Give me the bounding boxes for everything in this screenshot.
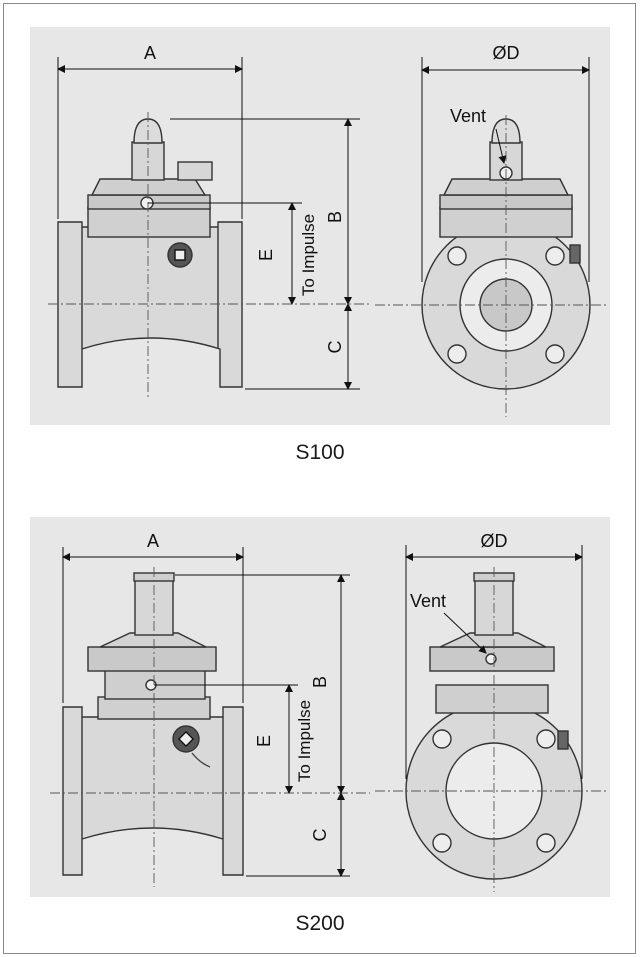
s200-dim-e: E [254, 735, 274, 747]
s100-valve-body [57, 221, 243, 388]
s100-vent-label: Vent [450, 106, 486, 126]
s200-valve-body [62, 706, 244, 876]
s100-bonnet [87, 206, 211, 238]
s200-dim-a: A [147, 531, 159, 551]
s100-impulse-label: To Impulse [299, 214, 318, 296]
s100-dim-d: ØD [493, 43, 520, 63]
s200-drawing: A ØD Vent B C E To Impulse [50, 531, 606, 892]
s100-caption: S100 [295, 441, 345, 464]
s100-drawing: A ØD Vent B C E To Impulse [48, 43, 606, 417]
s200-vent-label: Vent [410, 591, 446, 611]
s100-drawing-panel: A ØD Vent B C E To Impulse [30, 27, 610, 425]
s200-dim-c: C [310, 829, 330, 842]
s100-dim-c: C [325, 341, 345, 354]
s200-caption: S200 [295, 912, 345, 935]
s100-dim-a: A [144, 43, 156, 63]
s200-drawing-panel: A ØD Vent B C E To Impulse [30, 517, 610, 897]
s200-dim-b: B [310, 676, 330, 688]
figure-frame [3, 3, 636, 954]
s200-impulse-label: To Impulse [295, 700, 314, 782]
s100-dim-e: E [256, 249, 276, 261]
s100-dim-b: B [325, 211, 345, 223]
s200-dim-d: ØD [481, 531, 508, 551]
